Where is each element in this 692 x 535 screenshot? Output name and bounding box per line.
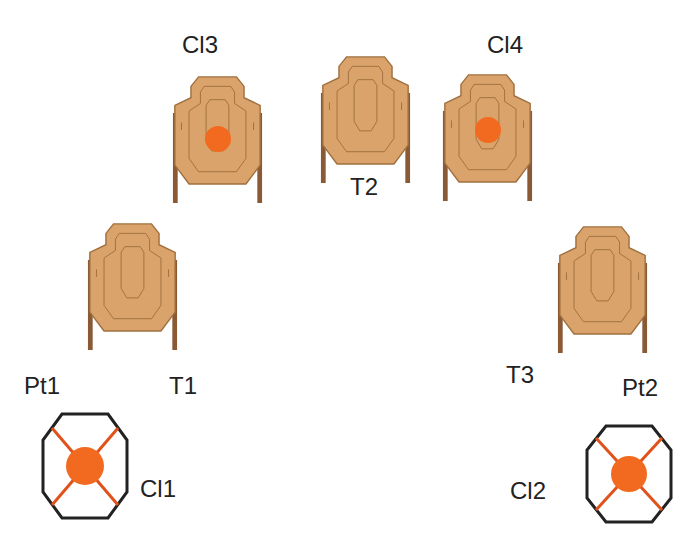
target-label: Cl1	[140, 477, 176, 501]
target-label: Pt1	[24, 374, 60, 398]
popper-plate	[587, 426, 671, 522]
paper-target	[88, 224, 177, 350]
paper-target	[173, 77, 262, 203]
target-label: Pt2	[622, 376, 658, 400]
target-label: T2	[350, 175, 378, 199]
no-shoot-dot	[205, 126, 231, 152]
target-label: Cl2	[510, 479, 546, 503]
target-label: Cl4	[487, 33, 523, 57]
paper-target	[443, 75, 532, 201]
popper-plate	[43, 414, 127, 518]
paper-target	[558, 227, 647, 353]
target-label: T3	[506, 363, 534, 387]
target-label: Cl3	[182, 33, 218, 57]
paper-target	[321, 57, 410, 183]
no-shoot-dot	[475, 117, 501, 143]
target-label: T1	[169, 374, 197, 398]
